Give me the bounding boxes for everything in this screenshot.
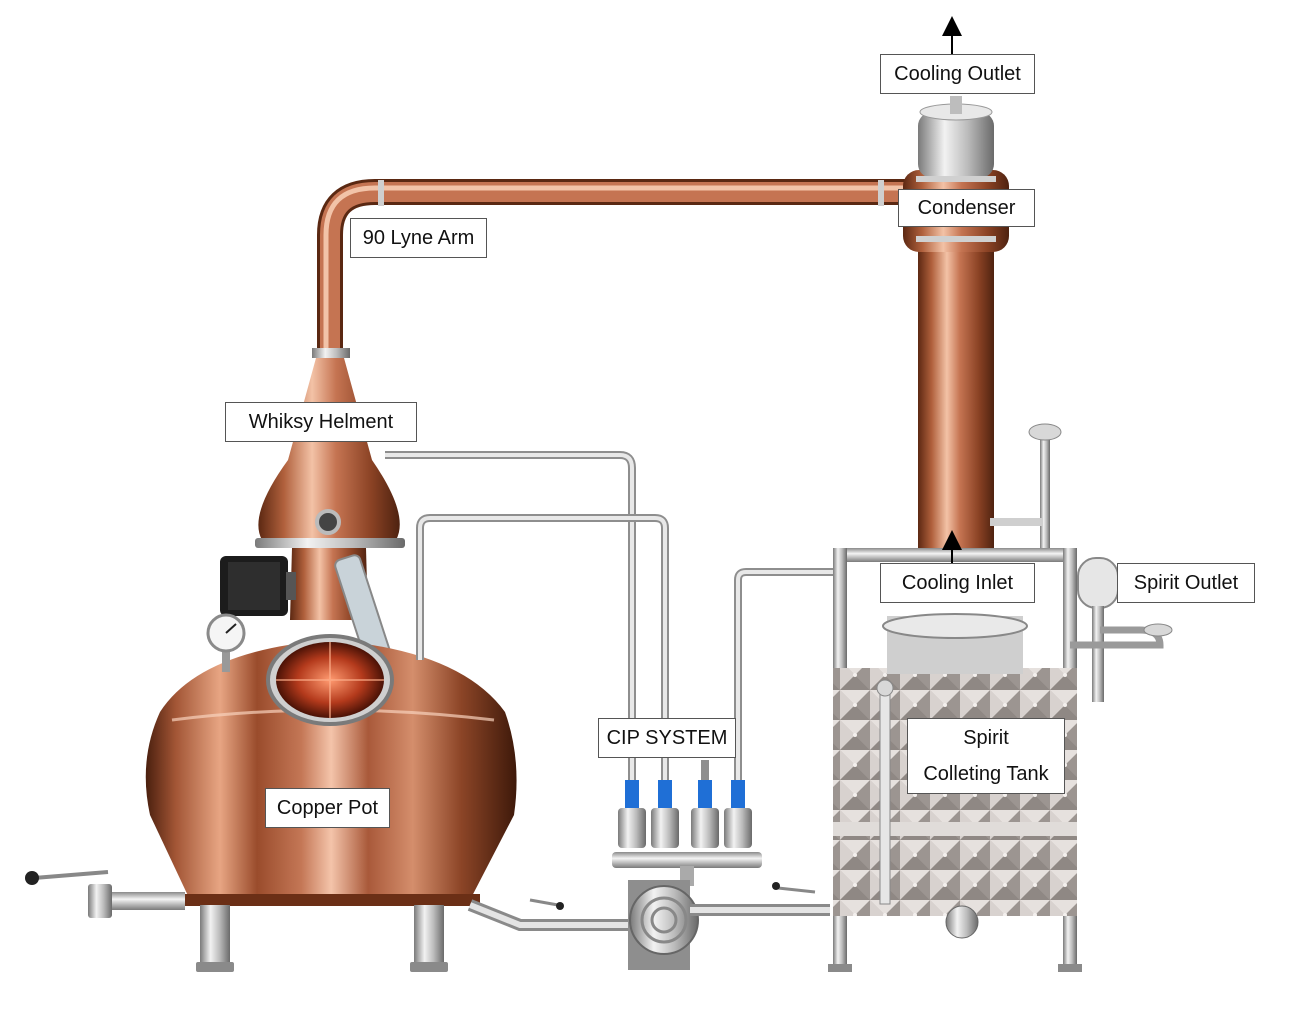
lyne-arm <box>317 179 905 355</box>
pump <box>628 880 830 970</box>
label-cip-system: CIP SYSTEM <box>598 718 736 758</box>
label-whisky-helmet: Whiksy Helment <box>225 402 417 442</box>
cip-pipework <box>385 451 840 790</box>
label-lyne-arm: 90 Lyne Arm <box>350 218 487 258</box>
transfer-pipe <box>467 898 640 931</box>
label-condenser: Condenser <box>898 189 1035 227</box>
cip-valves <box>612 780 762 886</box>
motor-icon <box>220 556 296 616</box>
valve-handle-icon <box>25 871 39 885</box>
spirit-outlet-assembly <box>1070 557 1173 702</box>
label-spirit-tank-line1: Spirit <box>963 727 1009 749</box>
label-spirit-tank-line2: Colleting Tank <box>923 763 1049 785</box>
drain-valve-left <box>25 870 185 918</box>
pressure-gauge-icon <box>206 613 246 672</box>
label-spirit-collecting-tank: Spirit Colleting Tank <box>907 718 1065 794</box>
condenser <box>903 96 1009 550</box>
label-copper-pot: Copper Pot <box>265 788 390 828</box>
label-spirit-outlet: Spirit Outlet <box>1117 563 1255 603</box>
label-cooling-outlet: Cooling Outlet <box>880 54 1035 94</box>
label-cooling-inlet: Cooling Inlet <box>880 563 1035 603</box>
copper-pot <box>145 634 517 972</box>
